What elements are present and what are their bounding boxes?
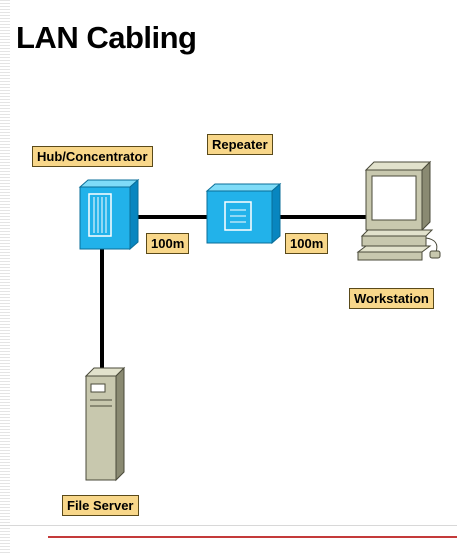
hub-label: Hub/Concentrator	[32, 146, 153, 167]
segment-2-label: 100m	[285, 233, 329, 254]
file-server-label: File Server	[62, 495, 139, 516]
workstation-icon	[356, 160, 441, 261]
file-server-icon	[84, 366, 126, 482]
cables	[100, 215, 368, 372]
hub-icon	[78, 178, 140, 251]
segment-1-label: 100m	[146, 233, 190, 254]
footer-accent-line	[48, 536, 457, 538]
workstation-label: Workstation	[349, 288, 434, 309]
footer-divider	[0, 525, 457, 526]
slide-left-border	[0, 0, 10, 553]
repeater-label: Repeater	[207, 134, 273, 155]
slide-title: LAN Cabling	[16, 20, 197, 55]
repeater-icon	[205, 182, 282, 245]
